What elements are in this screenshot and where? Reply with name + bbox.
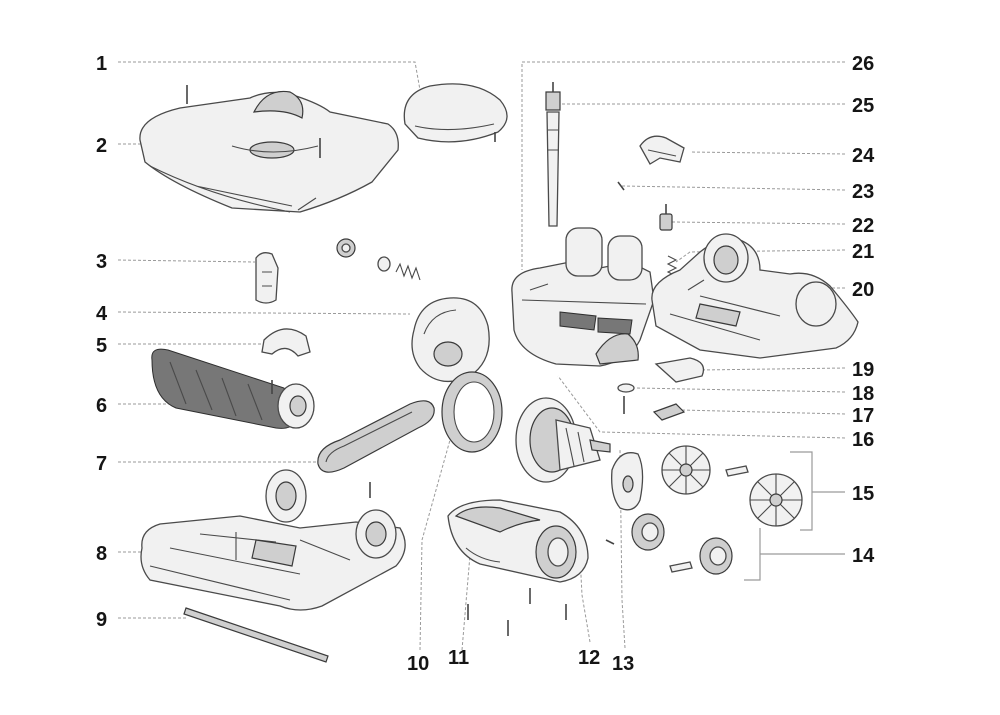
- part-5-bracket: [261, 328, 311, 357]
- label-23: 23: [852, 181, 874, 203]
- part-20-frame: [651, 233, 859, 359]
- label-12: 12: [578, 647, 600, 669]
- leader-17: [679, 409, 846, 415]
- part-14-wheels: [631, 513, 733, 575]
- part-25-rod: [545, 82, 561, 227]
- part-18-cap: [617, 383, 635, 393]
- parts: [139, 82, 859, 663]
- callout-labels: 1 2 3 4 5 6 7 8 9 10 11 12 13 14 15 16 1…: [96, 53, 875, 675]
- part-17-plate: [623, 396, 686, 421]
- part-15-wheels: [661, 445, 803, 527]
- leader-10: [419, 439, 451, 651]
- part-9-rod: [183, 607, 329, 663]
- label-16: 16: [852, 429, 874, 451]
- part-26-main-body: [511, 227, 655, 367]
- leader-4: [117, 311, 411, 315]
- leader-3: [117, 259, 256, 263]
- label-6: 6: [96, 395, 107, 417]
- leader-23: [621, 185, 846, 191]
- label-18: 18: [852, 383, 874, 405]
- label-9: 9: [96, 609, 107, 631]
- label-15: 15: [852, 483, 874, 505]
- label-1: 1: [96, 53, 107, 75]
- part-3-clip: [255, 252, 279, 304]
- label-20: 20: [852, 279, 874, 301]
- leader-1: [118, 61, 421, 91]
- label-2: 2: [96, 135, 107, 157]
- part-2-hood: [139, 85, 399, 213]
- part-6-brushroll: [151, 348, 315, 429]
- part-19-pedal: [654, 357, 705, 383]
- label-17: 17: [852, 405, 874, 427]
- label-5: 5: [96, 335, 107, 357]
- label-10: 10: [407, 653, 429, 675]
- leader-21: [675, 249, 846, 263]
- leader-16: [557, 375, 846, 439]
- label-8: 8: [96, 543, 107, 565]
- leader-12: [579, 555, 591, 643]
- leader-13: [619, 449, 626, 649]
- leader-19: [699, 367, 846, 371]
- label-19: 19: [852, 359, 874, 381]
- label-4: 4: [96, 303, 108, 325]
- small-fittings: [336, 238, 421, 281]
- part-4-disk-cover: [411, 297, 490, 383]
- label-11: 11: [448, 647, 469, 669]
- label-7: 7: [96, 453, 107, 475]
- part-11-motor-housing: [447, 499, 589, 636]
- part-13-plate: [605, 452, 644, 545]
- part-24-latch: [639, 135, 685, 165]
- part-7-belt: [317, 400, 435, 473]
- leader-24: [689, 151, 846, 155]
- part-1-cover: [403, 83, 508, 143]
- label-21: 21: [852, 241, 874, 263]
- leader-18: [635, 387, 846, 393]
- leader-22: [671, 221, 846, 225]
- part-23-pin: [617, 181, 625, 191]
- label-25: 25: [852, 95, 874, 117]
- part-22-connector: [659, 204, 673, 231]
- part-8-base: [140, 469, 406, 611]
- label-3: 3: [96, 251, 107, 273]
- bracket-15: [790, 451, 845, 531]
- label-24: 24: [852, 145, 875, 167]
- label-14: 14: [852, 545, 875, 567]
- leader-26: [521, 61, 845, 270]
- part-10-ring: [441, 371, 503, 453]
- leader-11: [461, 554, 471, 651]
- label-13: 13: [612, 653, 634, 675]
- bracket-14: [744, 528, 845, 581]
- label-26: 26: [852, 53, 874, 75]
- label-22: 22: [852, 215, 874, 237]
- part-16-motor: [515, 397, 611, 483]
